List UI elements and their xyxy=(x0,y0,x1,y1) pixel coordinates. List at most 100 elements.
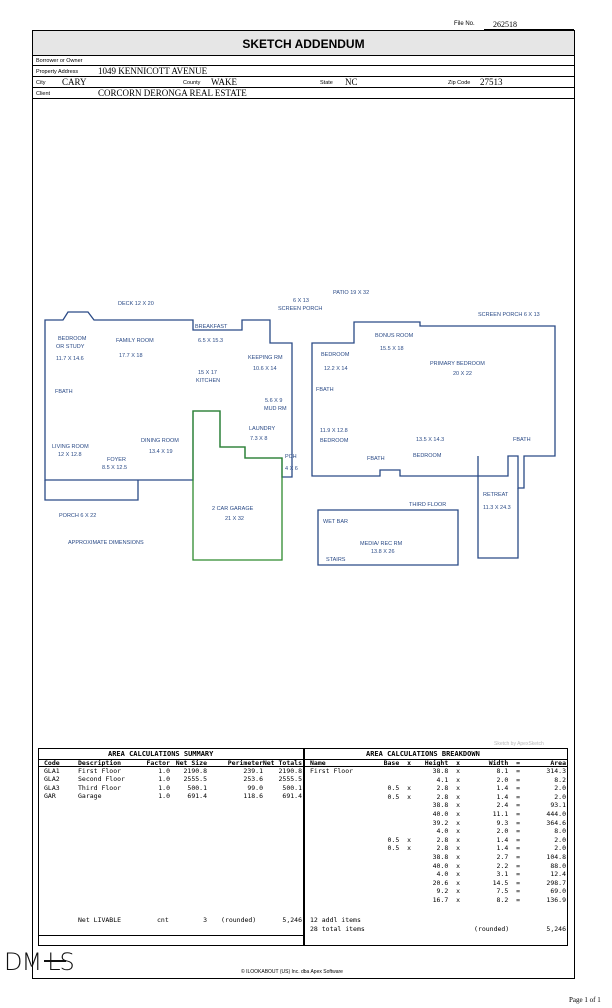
client-label: Client xyxy=(36,91,51,97)
zip-label: Zip Code xyxy=(448,80,471,86)
summary-cell: 99.0 xyxy=(247,783,263,792)
garage-outline xyxy=(192,410,283,561)
breakdown-header: Area xyxy=(550,759,566,767)
summary-cell: 500.1 xyxy=(187,783,207,792)
label-mud-a: 5.6 X 9 xyxy=(265,398,282,404)
breakdown-header: Name xyxy=(310,759,326,767)
borrower-label: Borrower or Owner xyxy=(36,58,83,64)
city-row: City CARY County WAKE State NC Zip Code … xyxy=(32,77,575,88)
file-no-label: File No. xyxy=(454,21,475,27)
label-bedroom-study-b: OR STUDY xyxy=(56,344,85,350)
summary-cell: 1.0 xyxy=(158,775,170,784)
label-stairs: STAIRS xyxy=(326,557,346,563)
breakdown-cell: 4.1 x xyxy=(436,775,460,784)
summary-cell: 239.1 xyxy=(243,767,263,775)
label-pch-b: 4 X 6 xyxy=(285,466,298,472)
label-bed3-b: BEDROOM xyxy=(320,438,349,444)
label-patio: PATIO 19 X 32 xyxy=(333,290,369,296)
footer-copyright: © ILOOKABOUT (US) Inc. dba Apex Software xyxy=(241,969,343,975)
label-foyer-b: 8.5 X 12.5 xyxy=(102,465,127,471)
label-living-b: 12 X 12.8 xyxy=(58,452,82,458)
label-bed2-a: BEDROOM xyxy=(321,352,350,358)
breakdown-cell: 3.1 = xyxy=(496,870,520,879)
breakdown-header: Height x xyxy=(424,759,460,767)
breakdown-cell: 93.1 xyxy=(550,801,566,810)
summary-cell: 253.6 xyxy=(243,775,263,784)
breakdown-cell: 0.5 x xyxy=(387,792,411,801)
breakdown-cell: 2.0 xyxy=(554,844,566,853)
breakdown-cell: 314.3 xyxy=(546,767,566,775)
label-bonus-a: BONUS ROOM xyxy=(375,333,414,339)
breakdown-cell: 2.0 xyxy=(554,835,566,844)
summary-cell: 2190.8 xyxy=(183,767,207,775)
label-kitchen-b: KITCHEN xyxy=(196,378,220,384)
city-label: City xyxy=(36,80,46,86)
summary-cell: 1.0 xyxy=(158,767,170,775)
breakdown-cell: 2.8 x xyxy=(436,784,460,793)
label-retreat-a: RETREAT xyxy=(483,492,509,498)
label-primary-b: 20 X 22 xyxy=(453,371,472,377)
label-fbath-mid2: FBATH xyxy=(367,456,385,462)
retreat-outline xyxy=(477,456,519,559)
breakdown-cell: 2.8 x xyxy=(436,835,460,844)
borrower-row: Borrower or Owner xyxy=(32,56,575,66)
breakdown-cell: 2.7 = xyxy=(496,853,520,861)
breakdown-cell: 2.4 = xyxy=(496,801,520,810)
summary-cell: Second Floor xyxy=(78,775,125,784)
breakdown-title: AREA CALCULATIONS BREAKDOWN xyxy=(366,750,480,758)
breakdown-cell: 9.3 = xyxy=(496,818,520,827)
label-laundry-b: 7.3 X 8 xyxy=(250,436,267,442)
breakdown-cell: 12.4 xyxy=(550,870,566,879)
label-bedroom-study-c: 11.7 X 14.6 xyxy=(56,356,84,362)
summary-footer-rule xyxy=(38,935,303,936)
label-laundry-a: LAUNDRY xyxy=(249,426,276,432)
city: CARY xyxy=(62,77,87,87)
summary-header: Factor xyxy=(146,759,170,767)
summary-cell: First Floor xyxy=(78,767,122,775)
label-screen-porch-a: 6 X 13 xyxy=(293,298,309,304)
breakdown-cell: 1.4 = xyxy=(496,792,520,801)
label-kitchen-a: 15 X 17 xyxy=(198,370,217,376)
zip: 27513 xyxy=(480,77,503,87)
summary-cell: Third Floor xyxy=(78,783,122,792)
breakdown-cell: 444.0 xyxy=(546,810,566,818)
table-header-rule xyxy=(38,759,568,760)
summary-cell: 691.4 xyxy=(187,792,207,801)
summary-cell: 1.0 xyxy=(158,792,170,801)
summary-header: Net Size xyxy=(175,759,207,767)
net-livable-unit: cnt xyxy=(157,916,169,924)
logo-underline xyxy=(44,960,66,962)
label-living-a: LIVING ROOM xyxy=(52,444,89,450)
summary-header: Perimeter xyxy=(227,759,263,767)
label-approx: APPROXIMATE DIMENSIONS xyxy=(68,540,144,546)
breakdown-name: First Floor xyxy=(310,767,354,775)
breakdown-cell: 298.7 xyxy=(546,878,566,887)
summary-cell: 1.0 xyxy=(158,783,170,792)
breakdown-total: 5,246 xyxy=(546,925,566,933)
breakdown-cell: 0.5 x xyxy=(387,844,411,853)
second-floor-outline xyxy=(311,321,556,489)
breakdown-cell: 4.0 x xyxy=(436,870,460,879)
label-media-a: MEDIA/ REC RM xyxy=(360,541,403,547)
county-label: County xyxy=(183,80,201,86)
breakdown-cell: 40.0 x xyxy=(432,810,460,818)
page-title: SKETCH ADDENDUM xyxy=(242,37,365,51)
breakdown-cell: 7.5 = xyxy=(496,887,520,896)
label-fbath-right: FBATH xyxy=(513,437,531,443)
label-mud-b: MUD RM xyxy=(264,406,287,412)
label-bed4-b: BEDROOM xyxy=(413,453,442,459)
table-subheader-rule xyxy=(38,766,568,767)
label-dining-a: DINING ROOM xyxy=(141,438,179,444)
breakdown-cell: 2.0 xyxy=(554,792,566,801)
net-livable-label: Net LIVABLE xyxy=(78,916,122,924)
breakdown-cell: 88.0 xyxy=(550,861,566,870)
breakdown-cell: 11.1 = xyxy=(492,810,520,818)
breakdown-addl-items: 12 addl items xyxy=(310,916,361,924)
breakdown-total-items: 28 total items xyxy=(310,925,365,933)
breakdown-cell: 20.6 x xyxy=(432,878,460,887)
breakdown-cell: 16.7 x xyxy=(432,896,460,904)
breakdown-cell: 0.5 x xyxy=(387,835,411,844)
label-breakfast-a: BREAKFAST xyxy=(195,324,228,330)
county: WAKE xyxy=(211,77,237,87)
summary-cell: GLA2 xyxy=(44,775,60,784)
